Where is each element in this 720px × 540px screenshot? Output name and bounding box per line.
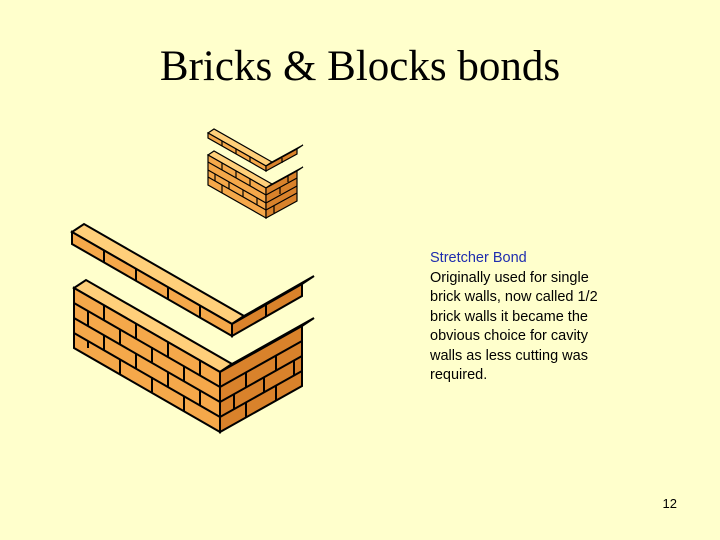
bond-description-body: Originally used for single brick walls, … [430,269,598,384]
page-number: 12 [662,496,677,511]
stretcher-bond-corner-large [70,222,315,434]
bond-description-heading: Stretcher Bond [430,250,527,266]
slide-title: Bricks & Blocks bonds [159,43,561,90]
bond-description: Stretcher Bond Originally used for singl… [430,249,645,386]
stretcher-bond-corner-small [206,128,304,220]
